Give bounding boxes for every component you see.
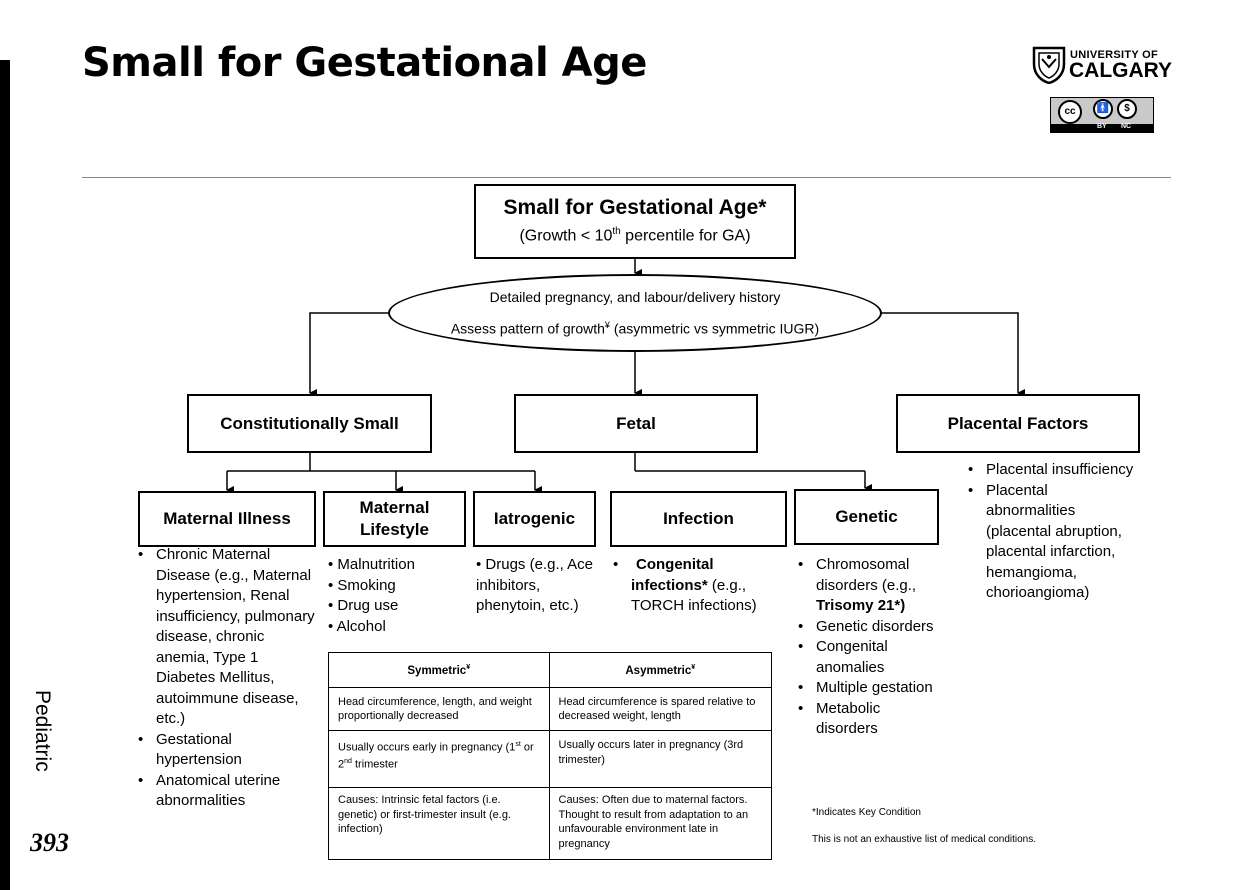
list-item: Placental insufficiency — [966, 460, 1141, 481]
maternal-lifestyle-box: Maternal Lifestyle — [323, 491, 466, 547]
list-item: Multiple gestation — [796, 678, 936, 699]
list-item: Metabolic disorders — [796, 699, 936, 740]
genetic-list: Chromosomal disorders (e.g., Trisomy 21*… — [796, 555, 936, 740]
list-item: • Drugs (e.g., Ace inhibitors, phenytoin… — [476, 556, 593, 614]
infection-list: Congenital infections* (e.g., TORCH infe… — [611, 555, 781, 617]
left-accent-bar — [0, 60, 10, 890]
license-badge: cc 🚹 $ BY NC — [1050, 97, 1154, 133]
header-divider — [82, 177, 1171, 178]
list-item: Chromosomal disorders (e.g., Trisomy 21*… — [796, 555, 936, 617]
iatrogenic-box: Iatrogenic — [473, 491, 596, 547]
page-number: 393 — [30, 828, 69, 857]
page-title: Small for Gestational Age — [82, 40, 647, 86]
growth-pattern-table: Symmetric¥ Asymmetric¥ Head circumferenc… — [328, 652, 772, 860]
cc-icon: cc — [1058, 100, 1082, 124]
list-item: Congenital infections* (e.g., TORCH infe… — [611, 555, 781, 617]
list-item: • Drug use — [328, 597, 399, 614]
maternal-lifestyle-list: • Malnutrition • Smoking • Drug use • Al… — [328, 555, 468, 637]
assessment-line-2: Assess pattern of growth¥ (asymmetric vs… — [450, 320, 820, 337]
maternal-illness-list: Chronic Maternal Disease (e.g., Maternal… — [136, 545, 316, 812]
list-item: Anatomical uterine abnormalities — [136, 771, 316, 812]
noncommercial-icon: $ — [1117, 99, 1137, 119]
maternal-illness-box: Maternal Illness — [138, 491, 316, 547]
list-item: • Alcohol — [328, 617, 386, 635]
root-subtitle: (Growth < 10th percentile for GA) — [519, 226, 751, 245]
root-box: Small for Gestational Age* (Growth < 10t… — [474, 184, 796, 259]
fetal-box: Fetal — [514, 394, 758, 453]
assessment-ellipse: Detailed pregnancy, and labour/delivery … — [388, 274, 882, 352]
list-item: • Smoking — [328, 576, 396, 594]
root-title: Small for Gestational Age* — [503, 196, 767, 220]
list-item: Placental abnormalities (placental abrup… — [966, 481, 1141, 604]
disclaimer-note: This is not an exhaustive list of medica… — [812, 834, 1036, 845]
list-item: Genetic disorders — [796, 617, 936, 638]
table-row: Usually occurs early in pregnancy (1st o… — [328, 730, 772, 788]
table-header-symmetric: Symmetric¥ — [328, 652, 550, 688]
list-item: Congenital anomalies — [796, 637, 936, 678]
iatrogenic-list: • Drugs (e.g., Ace inhibitors, phenytoin… — [476, 555, 601, 617]
table-row: Causes: Intrinsic fetal factors (i.e. ge… — [328, 787, 772, 860]
crest-icon — [1032, 46, 1066, 84]
list-item: Chronic Maternal Disease (e.g., Maternal… — [136, 545, 316, 730]
table-row: Head circumference, length, and weight p… — [328, 687, 772, 731]
list-item: Gestational hypertension — [136, 730, 316, 771]
placental-box: Placental Factors — [896, 394, 1140, 453]
attribution-icon: 🚹 — [1093, 99, 1113, 119]
assessment-line-1: Detailed pregnancy, and labour/delivery … — [489, 289, 781, 306]
list-item: • Malnutrition — [328, 556, 415, 573]
university-logo: UNIVERSITY OF CALGARY — [1032, 46, 1174, 86]
genetic-box: Genetic — [794, 489, 939, 545]
constitutional-box: Constitutionally Small — [187, 394, 432, 453]
placental-list: Placental insufficiency Placental abnorm… — [966, 460, 1141, 604]
key-condition-note: *Indicates Key Condition — [812, 807, 921, 818]
infection-box: Infection — [610, 491, 787, 547]
table-header-asymmetric: Asymmetric¥ — [548, 652, 772, 688]
